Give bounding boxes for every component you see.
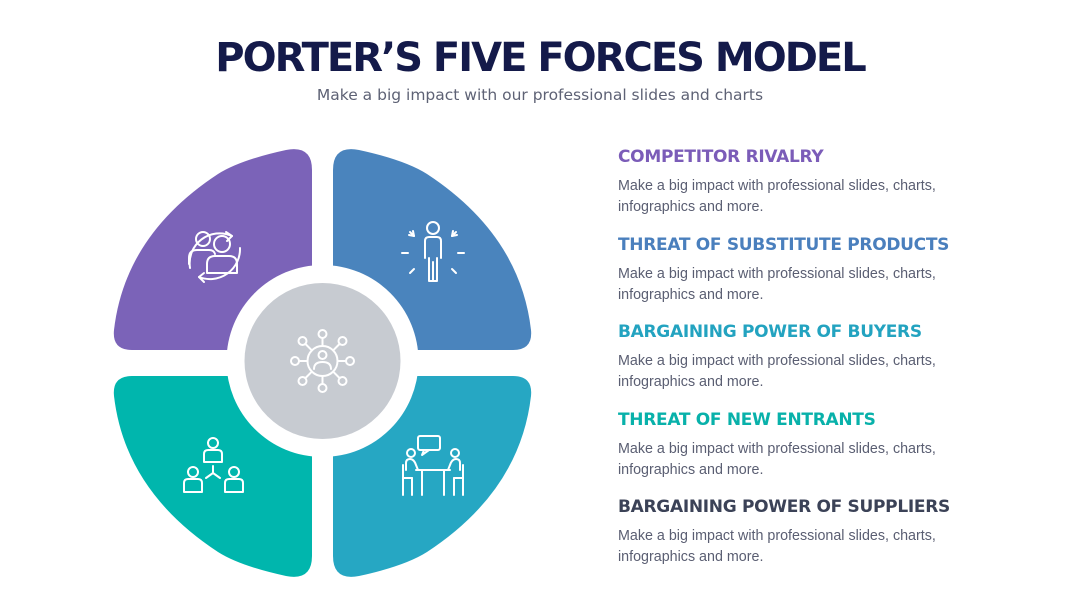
page-title: PORTER’S FIVE FORCES MODEL bbox=[215, 35, 866, 81]
meeting-table-icon bbox=[402, 435, 464, 496]
force-item-new-entrants: THREAT OF NEW ENTRANTS Make a big impact… bbox=[618, 407, 1058, 495]
force-title: THREAT OF NEW ENTRANTS bbox=[618, 409, 876, 430]
forces-list: COMPETITOR RIVALRY Make a big impact wit… bbox=[618, 144, 1058, 582]
force-title: BARGAINING POWER OF SUPPLIERS bbox=[618, 497, 950, 518]
page-subtitle: Make a big impact with our professional … bbox=[316, 86, 764, 104]
force-description: Make a big impact with professional slid… bbox=[618, 178, 936, 215]
force-description: Make a big impact with professional slid… bbox=[618, 528, 936, 566]
force-item-supplier-power: BARGAINING POWER OF SUPPLIERS Make a big… bbox=[618, 494, 1058, 582]
diagram-graphic bbox=[113, 149, 532, 577]
person-radiating-icon bbox=[401, 221, 465, 282]
team-hierarchy-icon bbox=[183, 437, 244, 493]
five-forces-diagram bbox=[100, 140, 546, 586]
user-group-cycle-icon bbox=[188, 231, 242, 283]
force-description: Make a big impact with professional slid… bbox=[618, 353, 936, 391]
force-item-threat-of-substitutes: THREAT OF SUBSTITUTE PRODUCTS Make a big… bbox=[618, 232, 1058, 320]
force-title: COMPETITOR RIVALRY bbox=[618, 147, 824, 167]
force-description: Make a big impact with professional slid… bbox=[618, 265, 936, 303]
force-title: BARGAINING POWER OF BUYERS bbox=[618, 322, 922, 343]
force-description: Make a big impact with professional slid… bbox=[618, 440, 936, 478]
network-hub-icon bbox=[290, 329, 355, 393]
force-title: THREAT OF SUBSTITUTE PRODUCTS bbox=[618, 234, 950, 255]
force-item-competitor-rivalry: COMPETITOR RIVALRY Make a big impact wit… bbox=[618, 144, 1058, 232]
force-item-buyer-power: BARGAINING POWER OF BUYERS Make a big im… bbox=[618, 319, 1058, 407]
